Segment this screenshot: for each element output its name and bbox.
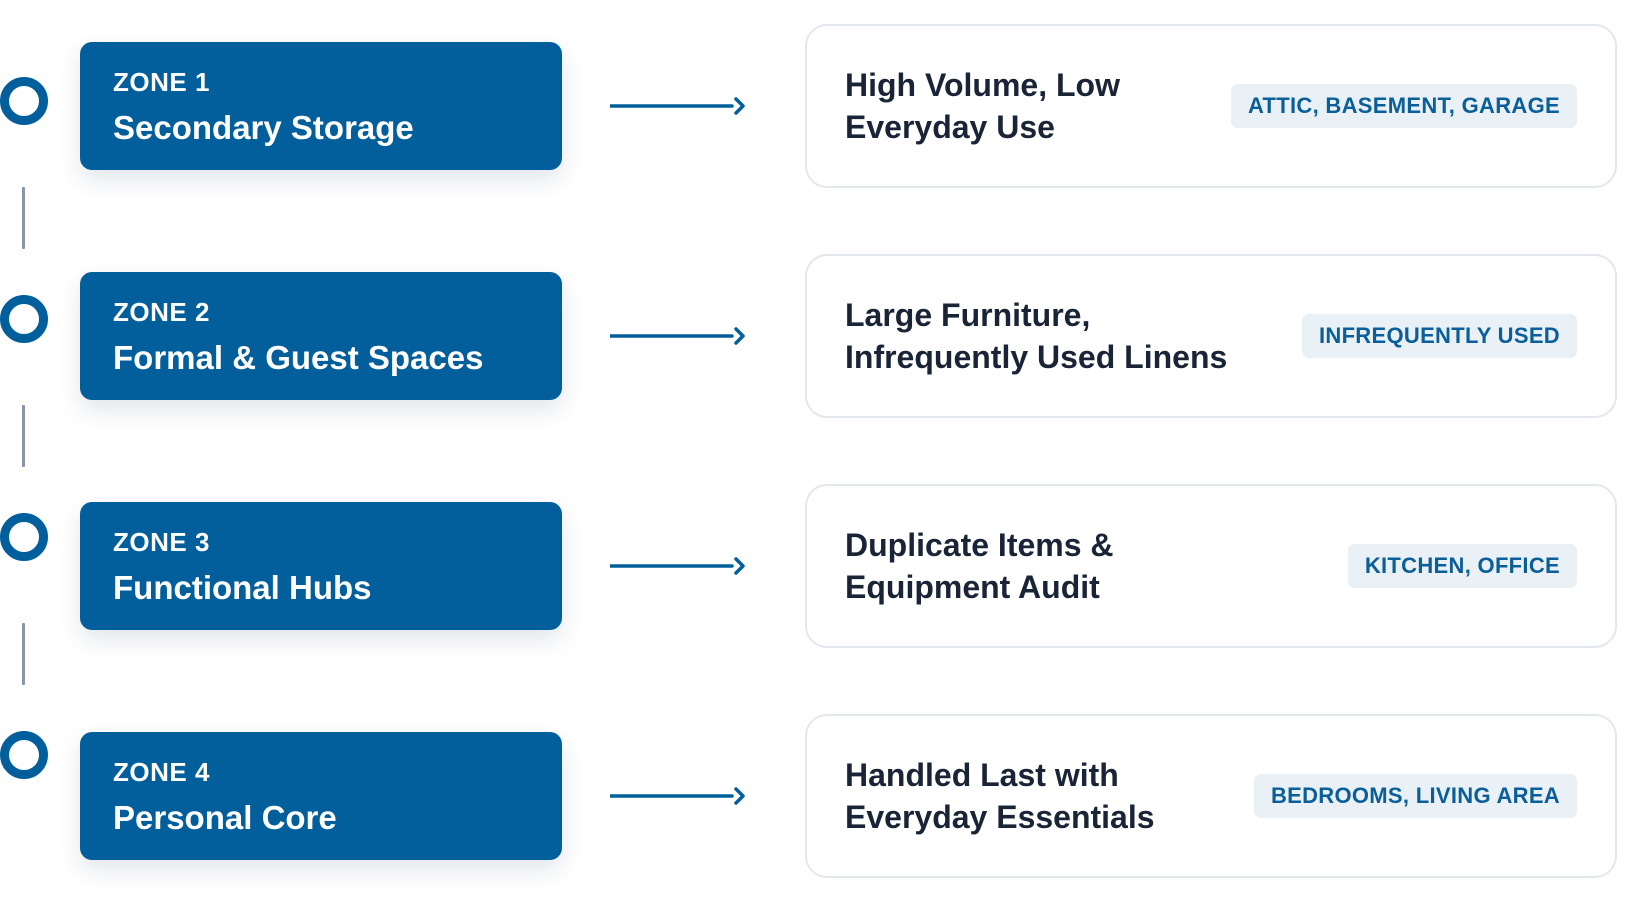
location-tag: BEDROOMS, LIVING AREA (1253, 774, 1577, 818)
detail-line-1: High Volume, Low (845, 67, 1120, 103)
detail-line-1: Large Furniture, (845, 297, 1091, 333)
detail-description: High Volume, Low Everyday Use (845, 64, 1120, 148)
detail-description: Large Furniture, Infrequently Used Linen… (845, 294, 1227, 378)
right-arrow-icon (610, 787, 745, 805)
zone-label: ZONE 4 (113, 757, 210, 787)
right-arrow-icon (610, 97, 745, 115)
zone-card-3: ZONE 3 Functional Hubs (80, 502, 562, 630)
timeline-marker-zone-4 (0, 731, 48, 779)
right-arrow-icon (610, 557, 745, 575)
zone-title: Secondary Storage (113, 109, 414, 146)
zone-label: ZONE 1 (113, 67, 210, 97)
detail-line-2: Infrequently Used Linens (845, 339, 1228, 375)
detail-description: Handled Last with Everyday Essentials (845, 754, 1155, 838)
zone-label: ZONE 3 (113, 527, 210, 557)
location-tag: ATTIC, BASEMENT, GARAGE (1230, 84, 1577, 128)
timeline-marker-zone-1 (0, 77, 48, 125)
zone-card-4: ZONE 4 Personal Core (80, 732, 562, 860)
zone-title: Personal Core (113, 799, 337, 836)
zone-title: Functional Hubs (113, 569, 372, 606)
location-tag: INFREQUENTLY USED (1301, 314, 1577, 358)
zone-card-2: ZONE 2 Formal & Guest Spaces (80, 272, 562, 400)
zone-label: ZONE 2 (113, 297, 210, 327)
timeline-marker-zone-3 (0, 513, 48, 561)
detail-card-3: Duplicate Items & Equipment Audit KITCHE… (805, 484, 1617, 648)
timeline-connector (22, 405, 25, 467)
detail-line-1: Duplicate Items & (845, 527, 1114, 563)
zone-title: Formal & Guest Spaces (113, 339, 484, 376)
detail-description: Duplicate Items & Equipment Audit (845, 524, 1114, 608)
detail-card-2: Large Furniture, Infrequently Used Linen… (805, 254, 1617, 418)
location-tag: KITCHEN, OFFICE (1347, 544, 1577, 588)
timeline-marker-zone-2 (0, 295, 48, 343)
detail-line-2: Equipment Audit (845, 569, 1100, 605)
detail-line-2: Everyday Use (845, 109, 1055, 145)
detail-line-2: Everyday Essentials (845, 799, 1155, 835)
detail-card-1: High Volume, Low Everyday Use ATTIC, BAS… (805, 24, 1617, 188)
detail-card-4: Handled Last with Everyday Essentials BE… (805, 714, 1617, 878)
right-arrow-icon (610, 327, 745, 345)
zone-card-1: ZONE 1 Secondary Storage (80, 42, 562, 170)
detail-line-1: Handled Last with (845, 757, 1119, 793)
timeline-connector (22, 623, 25, 685)
timeline-connector (22, 187, 25, 249)
